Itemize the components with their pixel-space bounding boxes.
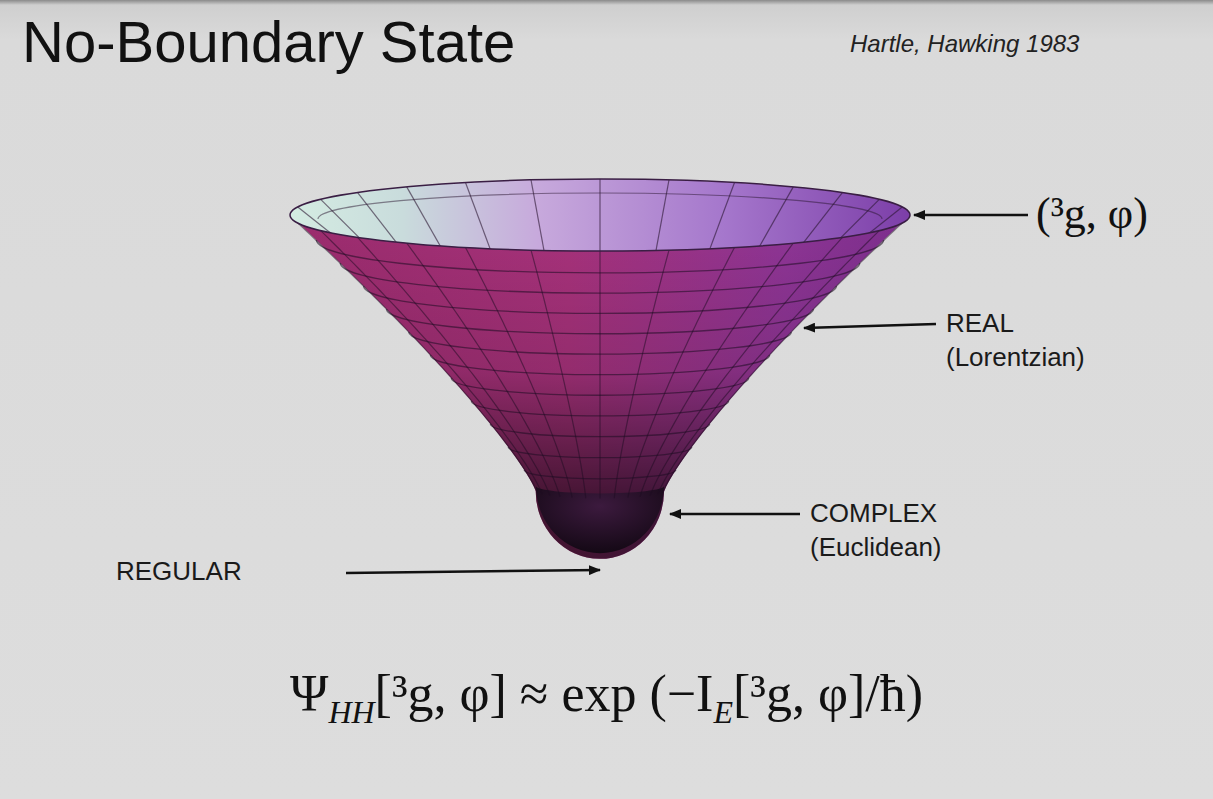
slide-title: No-Boundary State <box>22 8 515 75</box>
grid-ring <box>318 193 882 219</box>
region-label: COMPLEX <box>810 498 937 529</box>
grid-meridian <box>321 231 542 495</box>
pointer-arrow <box>914 214 1028 217</box>
grid-meridian <box>465 183 492 255</box>
grid-meridian <box>531 250 586 498</box>
region-label: (Euclidean) <box>810 532 942 563</box>
pointer-arrow <box>804 324 936 328</box>
region-label: REAL <box>946 308 1014 339</box>
grid-meridian <box>628 247 735 497</box>
formula-part: Ψ <box>290 664 328 723</box>
grid-meridian <box>842 207 902 255</box>
grid-meridian <box>663 223 903 493</box>
grid-meridian <box>531 180 545 255</box>
rim-edge <box>290 179 910 251</box>
pointer-arrows <box>346 215 1028 573</box>
grid-meridian <box>658 231 879 495</box>
grid-meridian <box>614 250 669 498</box>
pointer-arrow <box>346 570 600 573</box>
formula-part: [³g, φ]/ħ) <box>733 664 923 723</box>
grid-meridian <box>650 237 842 495</box>
region-label: (Lorentzian) <box>946 342 1085 373</box>
region-label: REGULAR <box>116 556 242 587</box>
grid-meridian <box>298 207 358 255</box>
grid-meridian <box>407 243 560 497</box>
formula-part: [³g, φ] ≈ exp (−I <box>375 664 714 723</box>
funnel-grid <box>298 223 902 498</box>
grid-meridian <box>655 180 669 255</box>
boundary-data: (³g, φ) <box>1036 188 1148 239</box>
pointer-arrow <box>670 513 800 516</box>
wavefunction-formula: ΨHH[³g, φ] ≈ exp (−IE[³g, φ]/ħ) <box>0 664 1213 723</box>
grid-meridian <box>599 251 600 498</box>
grid-meridian <box>708 183 735 255</box>
grid-meridian <box>298 223 538 493</box>
formula-subscript: HH <box>328 694 374 731</box>
formula-subscript: E <box>713 694 733 731</box>
citation: Hartle, Hawking 1983 <box>850 30 1079 58</box>
grid-meridian <box>599 179 600 255</box>
funnel-rim <box>290 179 910 255</box>
